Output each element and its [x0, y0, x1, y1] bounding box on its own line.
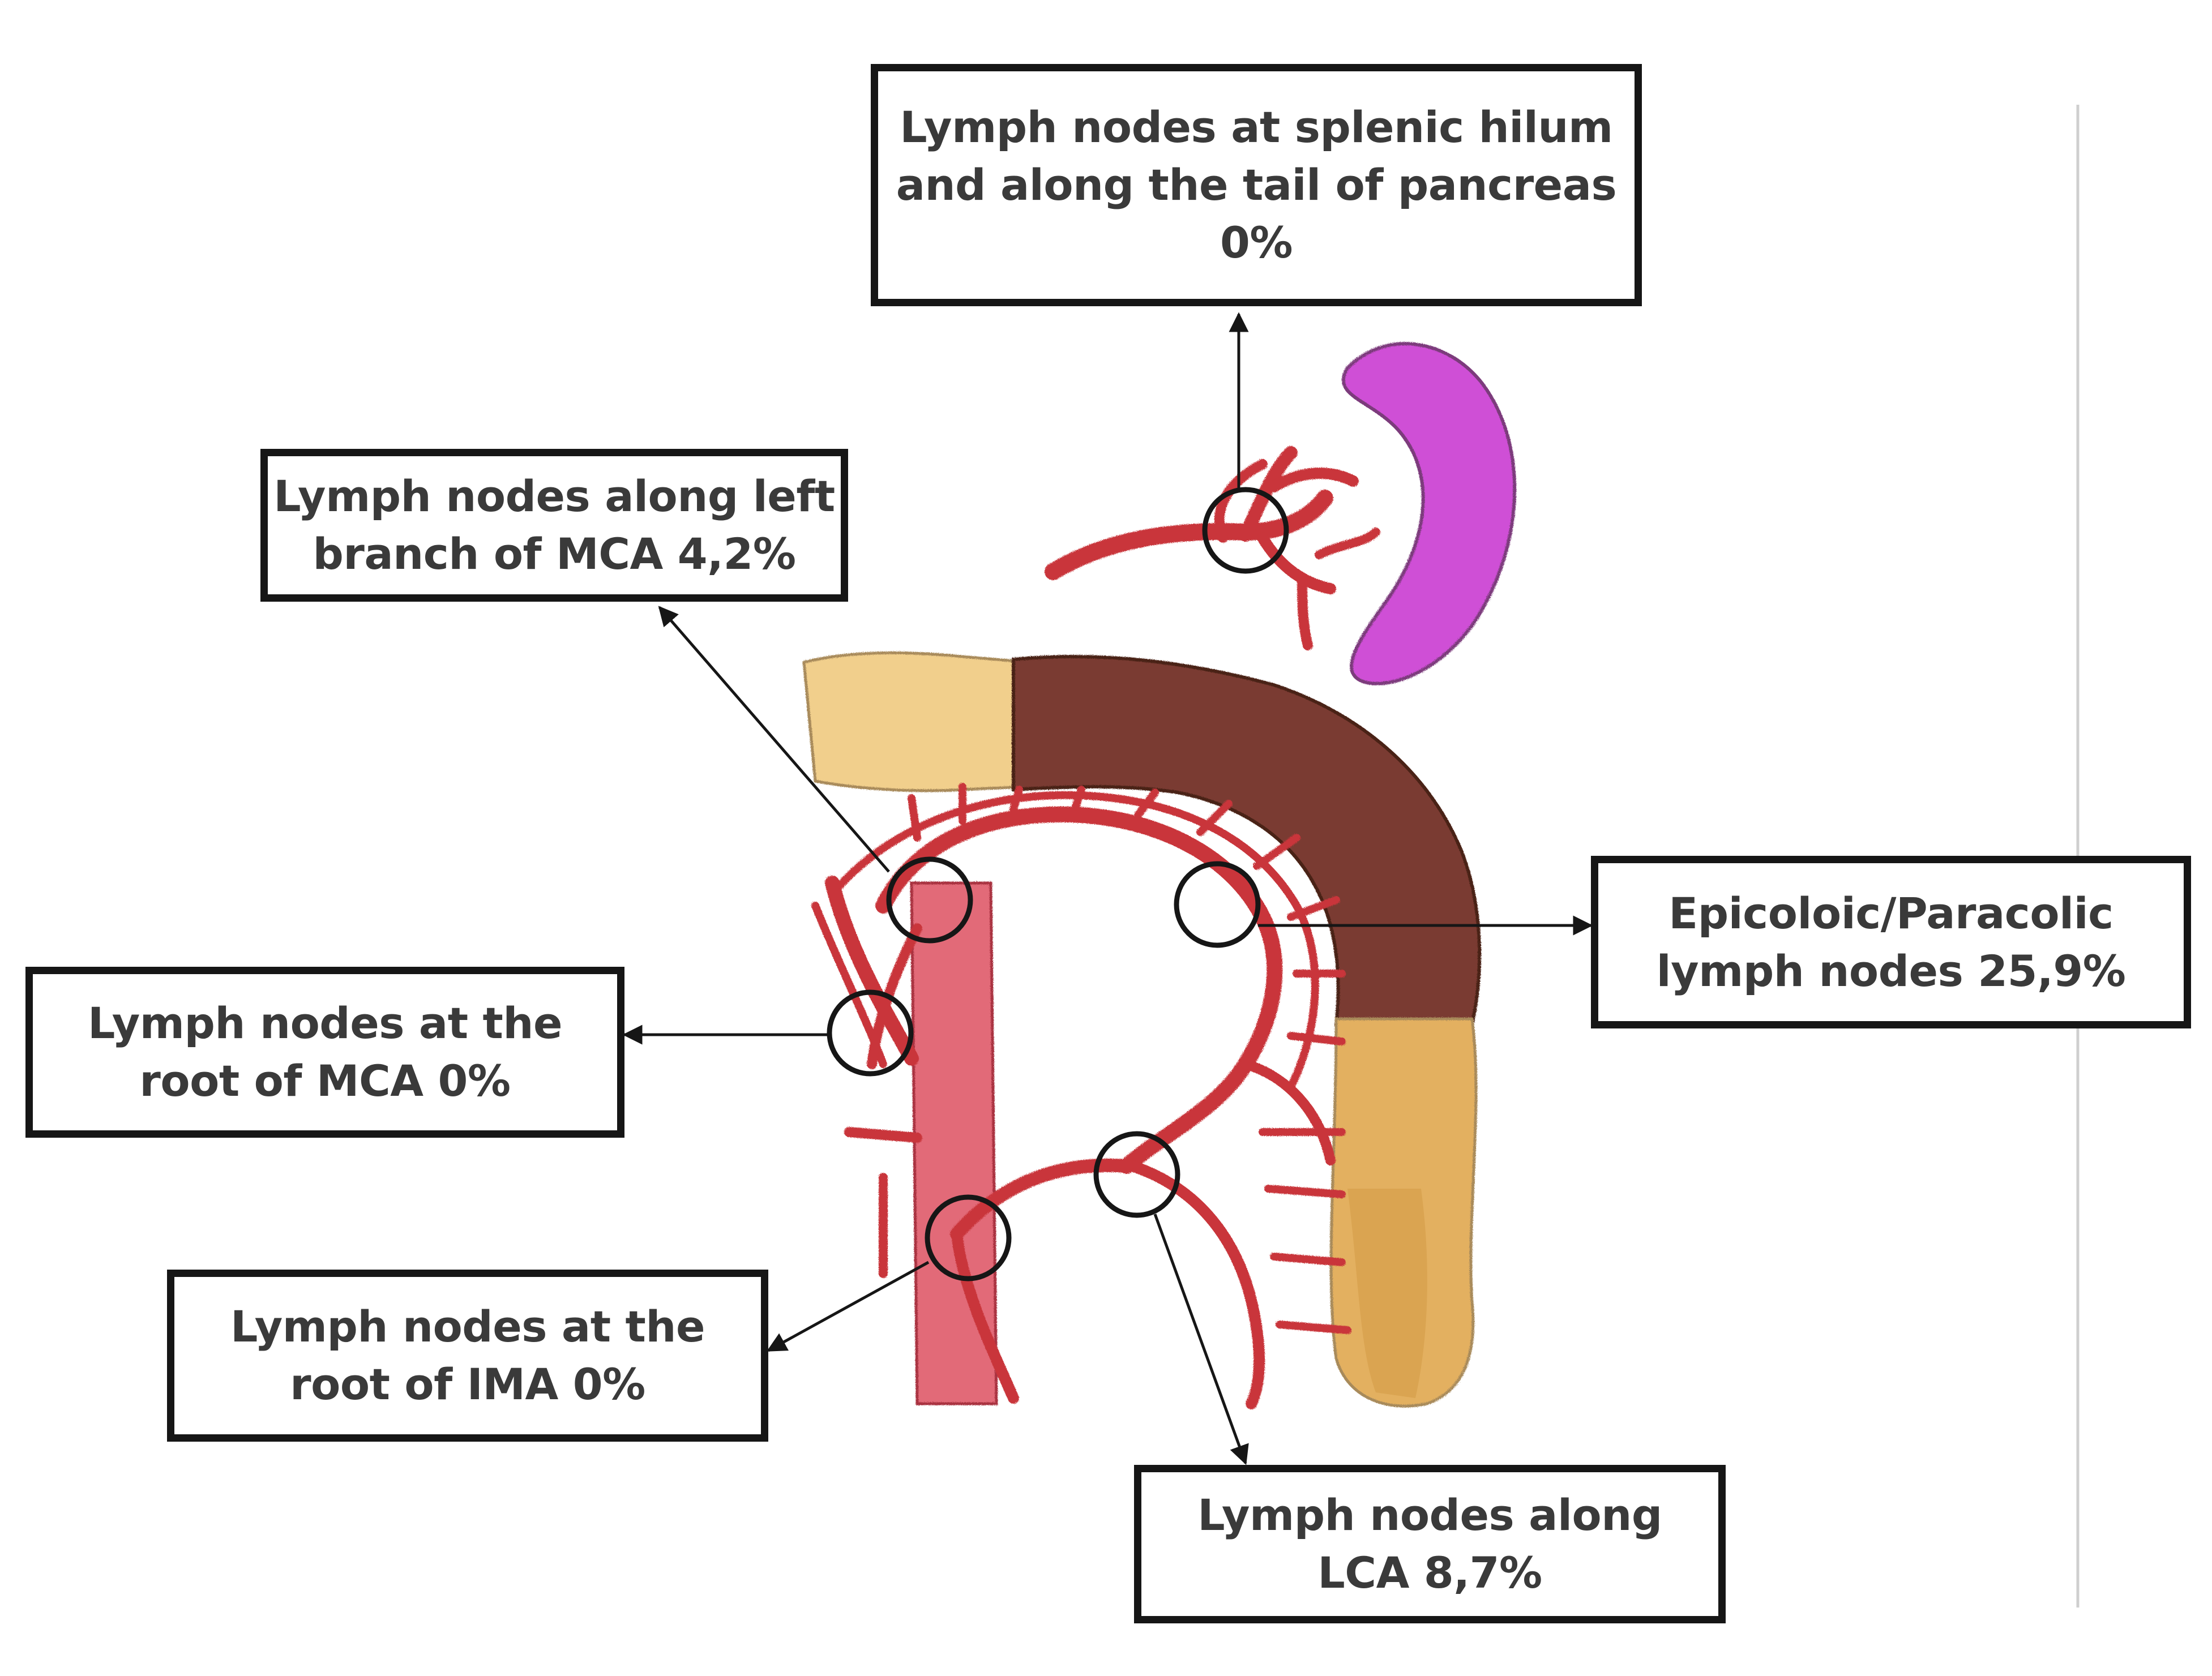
transverse-colon-left-segment	[1012, 655, 1482, 1026]
label-epicolic-paracolic: Epicoloic/Paracolic lymph nodes 25,9%	[1591, 856, 2191, 1028]
label-text: 0%	[1220, 217, 1293, 268]
node-circle-lca	[1093, 1131, 1180, 1218]
node-circle-root-ima	[925, 1194, 1012, 1281]
arrow-lca	[1153, 1214, 1249, 1465]
leader-arrows	[622, 312, 1593, 1465]
label-splenic-hilum: Lymph nodes at splenic hilum and along t…	[871, 64, 1642, 306]
label-root-mca: Lymph nodes at the root of MCA 0%	[25, 967, 624, 1138]
node-circle-left-mca	[886, 856, 973, 944]
label-text: LCA 8,7%	[1317, 1548, 1542, 1598]
label-text: Epicoloic/Paracolic	[1668, 888, 2113, 938]
label-text: and along the tail of pancreas	[896, 160, 1617, 211]
label-left-branch-mca: Lymph nodes along left branch of MCA 4,2…	[260, 449, 848, 602]
descending-colon-lower-shade	[1347, 1189, 1427, 1398]
transverse-colon-right-segment	[802, 651, 1032, 792]
label-lca: Lymph nodes along LCA 8,7%	[1134, 1465, 1726, 1623]
arrow-root-ima	[766, 1261, 930, 1352]
label-text: Lymph nodes at the	[88, 998, 562, 1049]
lymph-node-markers	[827, 487, 1289, 1281]
spleen	[1342, 342, 1517, 685]
label-text: root of MCA 0%	[139, 1056, 511, 1106]
label-text: root of IMA 0%	[290, 1359, 645, 1409]
splenic-artery	[1045, 446, 1380, 650]
node-circle-epicolic	[1174, 861, 1261, 948]
label-text: branch of MCA 4,2%	[313, 529, 796, 579]
label-text: Lymph nodes along	[1197, 1490, 1662, 1541]
label-text: Lymph nodes at the	[230, 1301, 705, 1352]
label-text: Lymph nodes along left	[273, 471, 835, 522]
label-root-ima: Lymph nodes at the root of IMA 0%	[167, 1270, 768, 1442]
node-circle-root-mca	[827, 989, 914, 1077]
label-text: Lymph nodes at splenic hilum	[900, 102, 1613, 153]
arrow-left-mca	[658, 606, 890, 873]
label-text: lymph nodes 25,9%	[1656, 945, 2126, 996]
mesenteric-arteries	[811, 783, 1351, 1409]
node-circle-splenic-hilum	[1202, 487, 1289, 574]
